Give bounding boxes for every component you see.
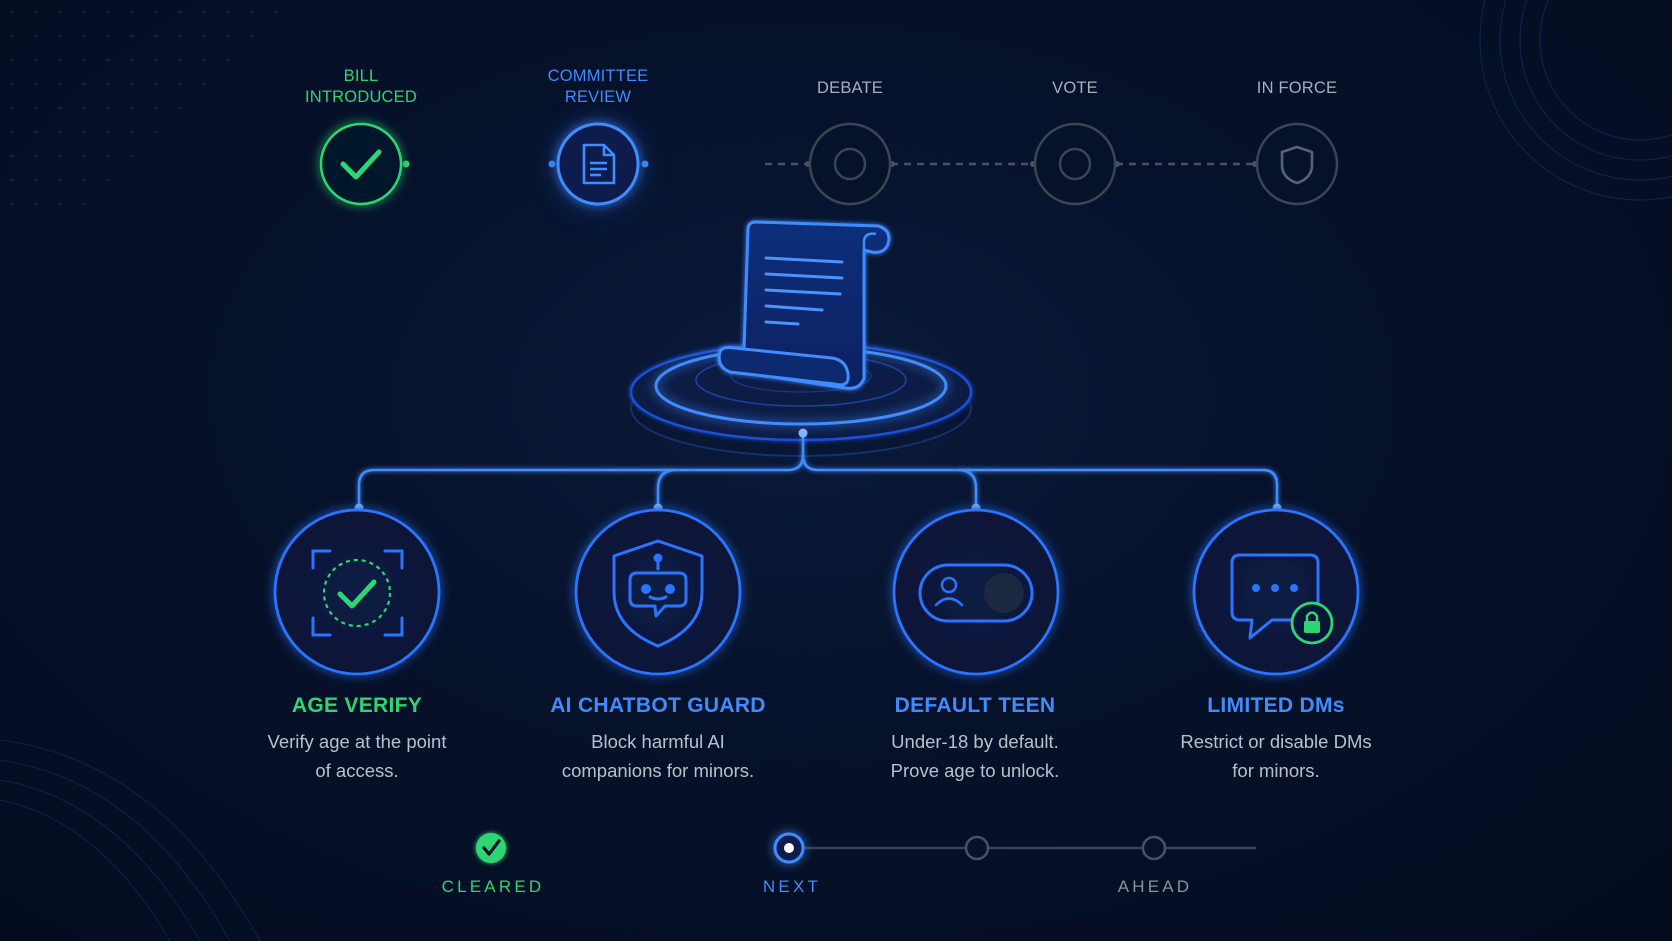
stage-label-vote: VOTE: [1052, 79, 1098, 97]
feature-circle-ai-chatbot-guard: [574, 508, 742, 676]
stage-label-committee-review: COMMITTEE REVIEW: [547, 67, 649, 106]
shield-icon: [1280, 145, 1314, 185]
progress-label-cleared: CLEARED: [441, 877, 545, 896]
feature-title-ai-chatbot-guard: AI CHATBOT GUARD: [550, 694, 766, 717]
stage-node-vote: [1033, 122, 1117, 206]
feature-circle-default-teen: [892, 508, 1060, 676]
arc-decoration-top-right: [1479, 0, 1672, 201]
shield-bot-icon: [612, 539, 704, 648]
stage-label-bill-introduced: BILL INTRODUCED: [305, 67, 417, 106]
toggle-user-icon: [918, 563, 1034, 623]
stage-node-in-force: [1255, 122, 1339, 206]
progress-label-next: NEXT: [762, 877, 822, 896]
scroll-platform: [626, 342, 976, 458]
progress-node-next: [773, 832, 805, 864]
stage-label-debate: DEBATE: [817, 79, 883, 97]
scroll-document-icon: [717, 220, 891, 390]
progress-node-ahead: [964, 835, 1167, 861]
feature-title-limited-dms: LIMITED DMs: [1207, 694, 1345, 717]
checkmark-icon: [482, 839, 501, 856]
stage-label-in-force: IN FORCE: [1256, 79, 1338, 97]
feature-circle-limited-dms: [1192, 508, 1360, 676]
feature-title-default-teen: DEFAULT TEEN: [894, 694, 1056, 717]
checkmark-icon: [340, 149, 382, 180]
document-icon: [582, 143, 616, 185]
feature-title-age-verify: AGE VERIFY: [291, 694, 423, 717]
stage-node-debate: [808, 122, 892, 206]
chat-lock-icon: [1230, 553, 1334, 645]
stage-node-committee-review: [554, 120, 642, 208]
branch-connectors: [357, 433, 1279, 508]
feature-circle-age-verify: [273, 508, 441, 676]
feature-desc-default-teen: Under-18 by default.Prove age to unlock.: [890, 731, 1060, 781]
dot-grid-decoration: [10, 10, 278, 206]
empty-circle-icon: [1058, 147, 1092, 181]
progress-node-cleared: [476, 833, 506, 863]
age-verify-check-icon: [311, 549, 404, 637]
progress-label-ahead: AHEAD: [1117, 877, 1193, 896]
stage-node-bill-introduced: [319, 122, 403, 206]
empty-circle-icon: [833, 147, 867, 181]
arc-decoration-bottom-left: [0, 739, 261, 941]
